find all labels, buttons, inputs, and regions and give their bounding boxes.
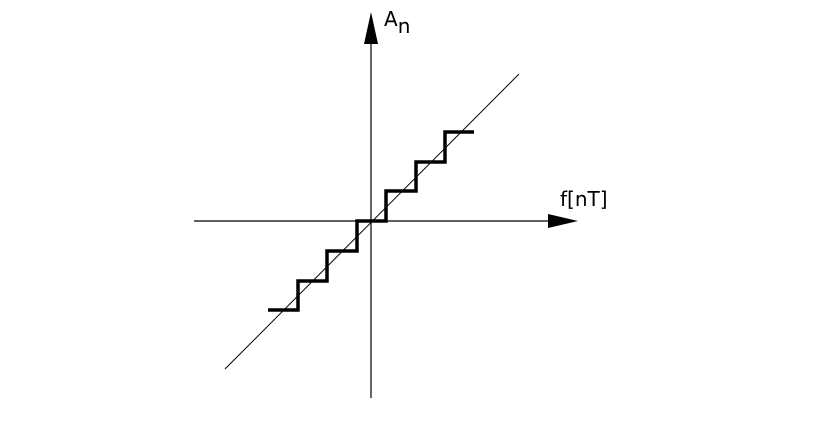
quantization-staircase xyxy=(268,130,474,312)
y-axis-label: An xyxy=(384,7,410,38)
y-axis-label-main: A xyxy=(384,7,398,31)
y-axis-label-subscript: n xyxy=(398,14,411,38)
y-axis-arrowhead xyxy=(364,12,378,44)
x-axis-arrowhead xyxy=(548,214,578,228)
x-axis-label: f[nT] xyxy=(560,187,608,211)
